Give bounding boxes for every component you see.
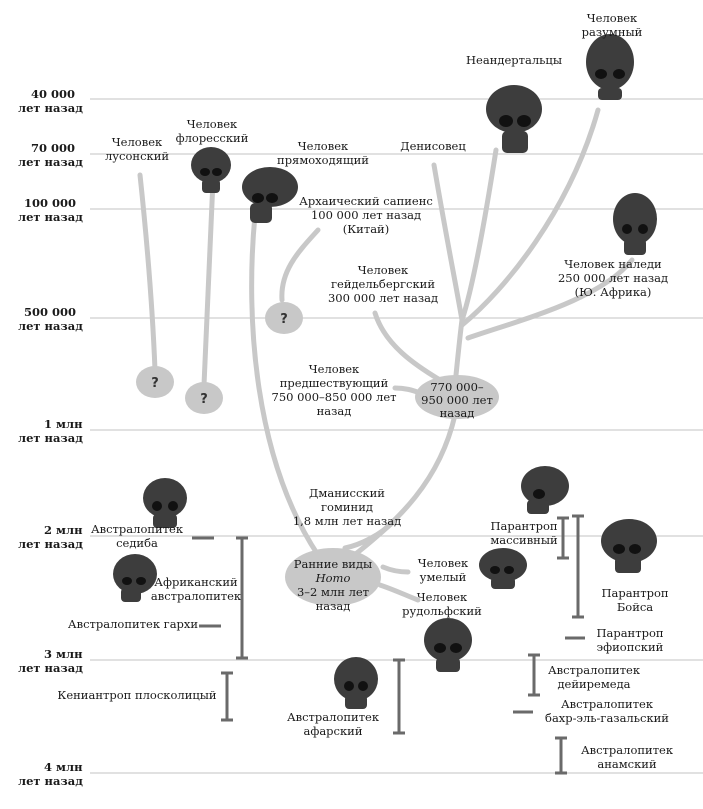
range-bar-robustus bbox=[557, 516, 569, 560]
branch-naledi bbox=[465, 257, 635, 341]
question-node-floresiensis bbox=[185, 382, 223, 414]
question-node-archaic bbox=[265, 302, 303, 334]
question-node-luzon bbox=[136, 366, 174, 398]
question-marks: ? ? ? bbox=[151, 312, 288, 407]
branch-archaic bbox=[279, 227, 321, 303]
skulls bbox=[113, 34, 657, 709]
time-grid bbox=[90, 98, 703, 774]
node-770-950 bbox=[415, 375, 499, 419]
skull-robustus-icon bbox=[521, 466, 569, 514]
label-garhi: Австралопитек гархи bbox=[68, 617, 199, 631]
skull-boisei-icon bbox=[601, 519, 657, 573]
question-mark-floresiensis: ? bbox=[200, 392, 208, 407]
branch-neanderthal bbox=[459, 147, 499, 323]
range-bar-boisei bbox=[572, 514, 584, 619]
skull-afarensis-icon bbox=[334, 657, 378, 709]
label-denisovan: Денисовец bbox=[400, 139, 466, 153]
branch-floresiensis bbox=[201, 177, 216, 388]
range-bar-afarensis bbox=[393, 658, 405, 735]
branch-habilis bbox=[380, 564, 411, 575]
label-neanderthals: Неандертальцы bbox=[466, 53, 562, 67]
range-bar-anamensis bbox=[555, 736, 567, 775]
skull-africanus-icon bbox=[113, 554, 157, 602]
skull-habilis-icon bbox=[479, 548, 527, 589]
branch-luzon bbox=[137, 172, 158, 373]
skull-rudolfensis-icon bbox=[424, 618, 472, 672]
branch-main-stem bbox=[345, 412, 458, 563]
range-bar-africanus bbox=[236, 536, 248, 660]
range-bar-kenyanthropus bbox=[221, 671, 233, 722]
skull-floresiensis-icon bbox=[191, 147, 231, 193]
label-kenyanthropus: Кениантроп плосколицый bbox=[57, 688, 216, 702]
question-mark-luzon: ? bbox=[151, 376, 159, 391]
skull-erectus-icon bbox=[242, 167, 298, 223]
branch-denisovan bbox=[431, 162, 465, 323]
range-bar-deyiremeda bbox=[528, 653, 540, 697]
range-bars bbox=[192, 514, 585, 775]
branches bbox=[137, 107, 635, 603]
branch-rudolfensis bbox=[377, 582, 421, 603]
branch-erectus bbox=[249, 212, 321, 558]
skull-sediba-icon bbox=[143, 478, 187, 528]
question-mark-archaic: ? bbox=[280, 312, 288, 327]
branch-sapiens bbox=[459, 107, 601, 328]
nodes bbox=[136, 302, 499, 606]
skull-neanderthal-icon bbox=[486, 85, 542, 153]
skull-sapiens-icon bbox=[586, 34, 634, 100]
node-early-homo bbox=[285, 548, 381, 606]
branch-heidelberg bbox=[372, 310, 443, 383]
skull-naledi-icon bbox=[613, 193, 657, 255]
